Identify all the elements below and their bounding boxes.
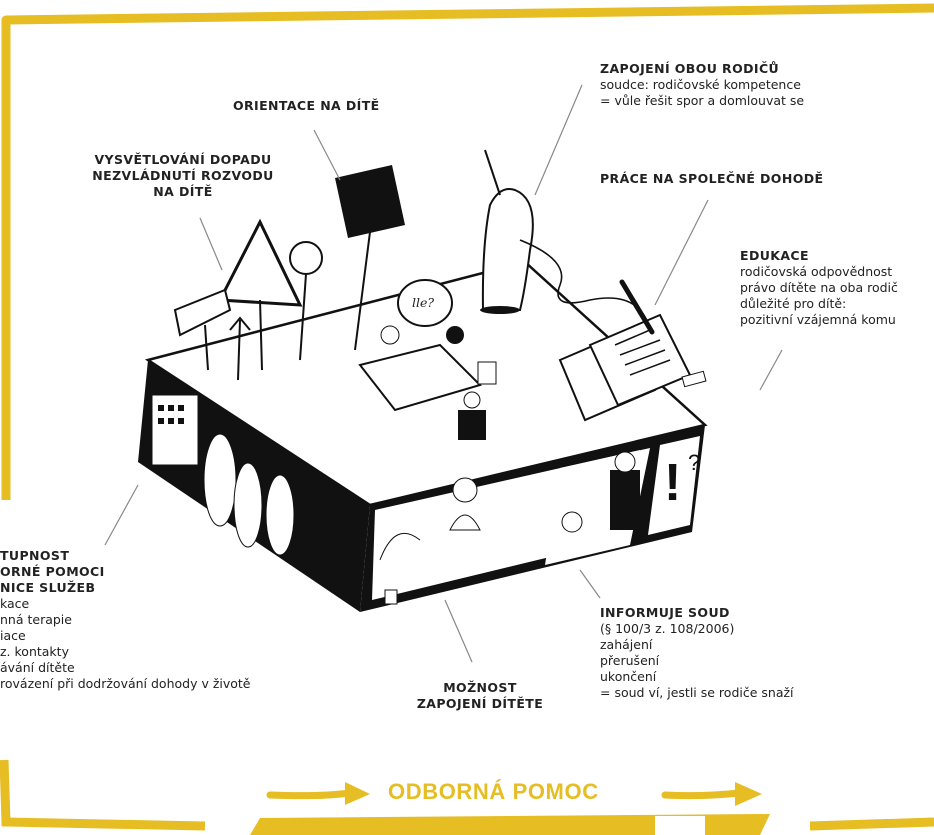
label-line: rodičovská odpovědnost xyxy=(740,264,893,279)
tree xyxy=(233,462,263,548)
judge-figure xyxy=(610,470,640,530)
question-mark: ? xyxy=(688,450,700,475)
direction-sign xyxy=(335,165,405,238)
table xyxy=(358,343,482,412)
label-line: pozitivní vzájemná komu xyxy=(740,312,896,327)
round-sign xyxy=(289,241,323,275)
label-line: NA DÍTĚ xyxy=(153,184,213,199)
arrow-sign xyxy=(173,288,232,337)
label-zapojeni-rodicu: ZAPOJENÍ OBOU RODIČŮ soudce: rodičovské … xyxy=(600,61,804,109)
label-line: rovázení při dodržování dohody v životě xyxy=(0,676,251,691)
house xyxy=(151,394,199,466)
label-line: (§ 100/3 z. 108/2006) xyxy=(600,621,735,636)
label-line: z. kontakty xyxy=(0,644,69,659)
footer-arrow-right xyxy=(661,789,744,800)
label-informuje: INFORMUJE SOUD (§ 100/3 z. 108/2006) zah… xyxy=(600,605,794,701)
label-line: soudce: rodičovské kompetence xyxy=(600,77,801,92)
footer-arrow-left xyxy=(266,789,354,800)
label-title: EDUKACE xyxy=(740,248,809,263)
hand xyxy=(481,188,534,311)
label-line: ávání dítěte xyxy=(0,660,75,675)
tree xyxy=(203,433,237,527)
label-line: důležité pro dítě: xyxy=(740,296,847,311)
label-line: nná terapie xyxy=(0,612,72,627)
footer-band-gap xyxy=(655,816,705,835)
label-line: přerušení xyxy=(600,653,660,668)
footer-band xyxy=(250,814,770,835)
woman-figure xyxy=(561,511,583,533)
label-orientace: ORIENTACE NA DÍTĚ xyxy=(233,98,380,113)
label-title: NICE SLUŽEB xyxy=(0,580,96,595)
label-vysvetlovani: VYSVĚTLOVÁNÍ DOPADU NEZVLÁDNUTÍ ROZVODU … xyxy=(78,152,288,200)
chair xyxy=(477,361,497,385)
person-left-head xyxy=(380,325,400,345)
label-line: kace xyxy=(0,596,30,611)
scene-exclaim xyxy=(648,436,700,535)
pen xyxy=(619,279,655,335)
eraser xyxy=(681,370,707,388)
footer-title: ODBORNÁ POMOC xyxy=(388,779,599,804)
speech-bubble xyxy=(397,279,453,327)
label-title: INFORMUJE SOUD xyxy=(600,605,730,620)
frame-bottom-right xyxy=(809,817,934,831)
label-prace: PRÁCE NA SPOLEČNÉ DOHODĚ xyxy=(600,171,824,186)
label-dostupnost: TUPNOST ORNÉ POMOCI NICE SLUŽEB kace nná… xyxy=(0,548,251,692)
flower-pot xyxy=(384,589,398,605)
footer-arrowhead-right xyxy=(735,782,762,806)
label-title: ORNÉ POMOCI xyxy=(0,564,105,579)
label-edukace: EDUKACE rodičovská odpovědnost právo dít… xyxy=(740,248,898,328)
warning-sign xyxy=(217,218,303,307)
label-line: ukončení xyxy=(600,669,657,684)
label-moznost: MOŽNOST ZAPOJENÍ DÍTĚTE xyxy=(395,680,565,712)
frame-bottom xyxy=(0,759,206,831)
label-line: iace xyxy=(0,628,26,643)
frame-top-left xyxy=(1,3,934,500)
exclaim-mark: ! xyxy=(664,454,681,512)
label-line: NEZVLÁDNUTÍ ROZVODU xyxy=(92,168,274,183)
label-title: ZAPOJENÍ OBOU RODIČŮ xyxy=(600,61,780,76)
label-title: TUPNOST xyxy=(0,548,70,563)
tree xyxy=(265,474,295,556)
label-line: = vůle řešit spor a domlouvat se xyxy=(600,93,805,108)
label-line: ZAPOJENÍ DÍTĚTE xyxy=(416,696,544,711)
label-line: právo dítěte na oba rodič xyxy=(740,280,898,295)
label-line: zahájení xyxy=(600,637,653,652)
footer-arrowhead-left xyxy=(345,782,370,805)
label-line: VYSVĚTLOVÁNÍ DOPADU xyxy=(94,152,272,167)
speech-text: lle? xyxy=(412,295,435,310)
label-line: MOŽNOST xyxy=(443,680,517,695)
child-head xyxy=(463,391,481,409)
girl-head xyxy=(452,477,478,503)
person-right-head xyxy=(446,326,464,344)
label-line: = soud ví, jestli se rodiče snaží xyxy=(600,685,794,700)
